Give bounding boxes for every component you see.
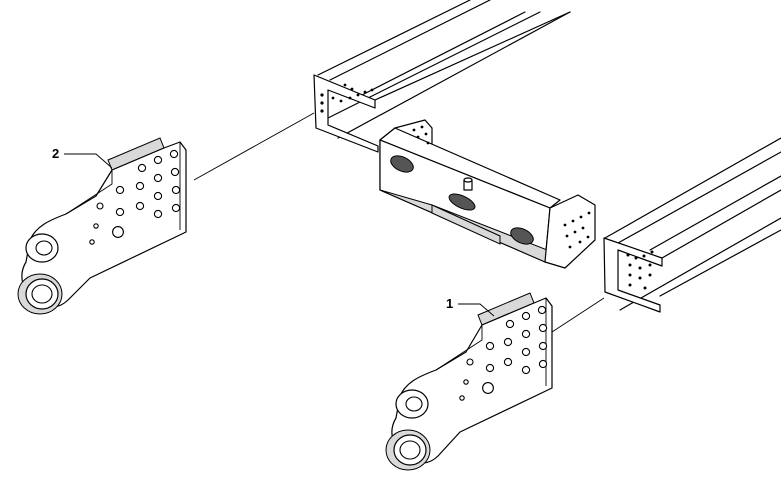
frame-rail-upper bbox=[313, 0, 571, 153]
cross-member bbox=[379, 119, 596, 269]
frame-rail-lower bbox=[603, 137, 781, 313]
assembly-line-part-1 bbox=[551, 297, 605, 333]
callout-part-2: 2 bbox=[52, 146, 113, 169]
bracket-part-1 bbox=[385, 292, 553, 471]
callout-part-1: 1 bbox=[446, 296, 495, 317]
bracket-part-2 bbox=[17, 137, 187, 315]
assembly-line-part-2 bbox=[193, 112, 315, 181]
callout-label-part-2: 2 bbox=[52, 146, 59, 161]
callout-label-part-1: 1 bbox=[446, 296, 453, 311]
